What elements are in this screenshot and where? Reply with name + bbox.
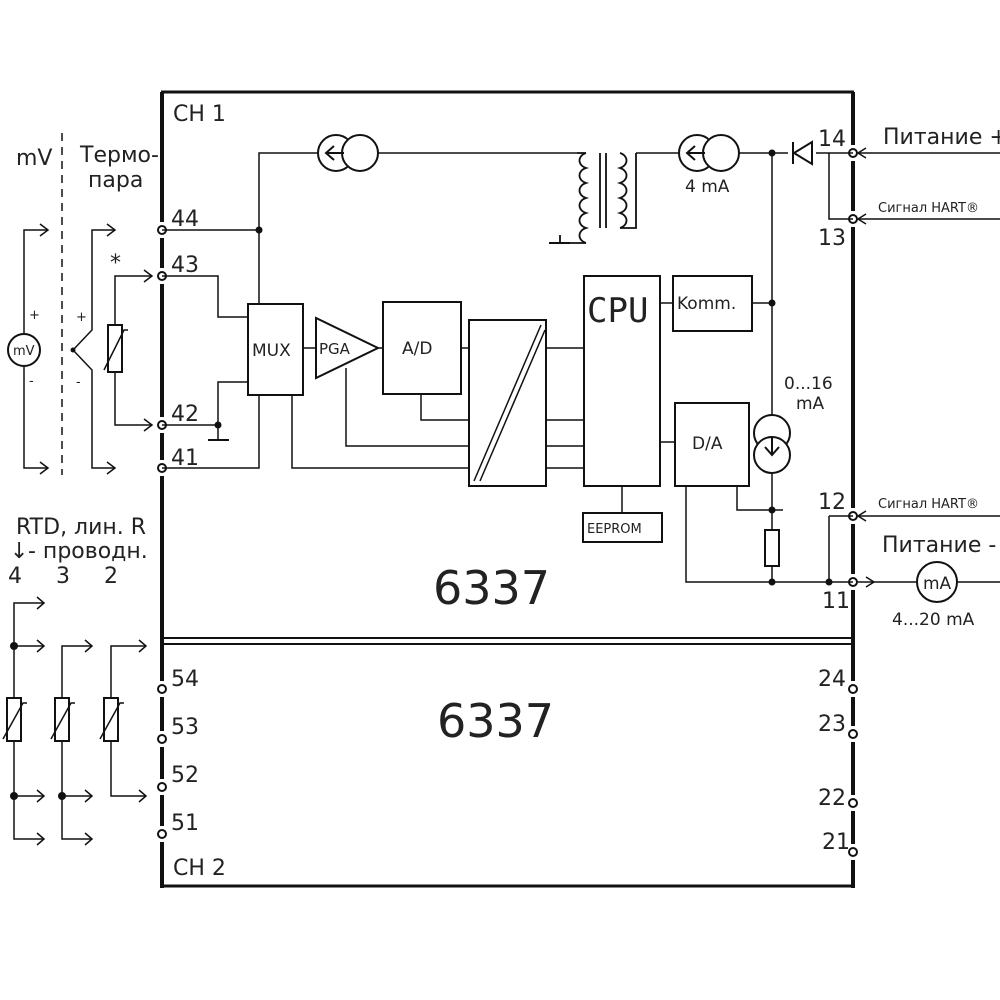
power-plus-label: Питание + (883, 125, 1000, 150)
sense-resistor (764, 529, 780, 567)
milliamp-meter-label: mA (923, 574, 952, 594)
junction-dots (214, 149, 833, 586)
range-label-1: 0...16 (784, 374, 833, 394)
pga-label: PGA (319, 340, 351, 358)
range-label-2: mA (796, 394, 825, 414)
terminal-41: 41 (171, 446, 199, 471)
terminal-14: 14 (818, 127, 846, 152)
hart-signal-top-label: Сигнал HART® (878, 201, 979, 216)
terminal-12: 12 (818, 490, 846, 515)
terminal-54: 54 (171, 667, 199, 692)
rtd-label-1: RTD, лин. R (16, 515, 146, 540)
cpu-block: CPU (583, 275, 661, 487)
current-source-16ma (753, 414, 791, 474)
diode-icon (792, 140, 813, 166)
four-ma-label: 4 mA (685, 177, 730, 197)
rtd-junction-dots (10, 642, 66, 800)
rtd-wire-2: 2 (104, 564, 118, 589)
module-housing (160, 90, 855, 888)
ad-block: A/D (382, 301, 462, 395)
cpu-label: CPU (587, 291, 648, 331)
terminal-22: 22 (818, 786, 846, 811)
milliamp-meter: mA (916, 561, 958, 603)
terminal-53: 53 (171, 715, 199, 740)
model-number-bottom: 6337 (437, 694, 554, 748)
mux-label: MUX (252, 341, 291, 361)
komm-block: Komm. (672, 275, 753, 332)
mv-source-label: mV (13, 344, 35, 359)
cold-junction-wiring (114, 269, 154, 432)
rtd-wire-3: 3 (56, 564, 70, 589)
terminal-52: 52 (171, 763, 199, 788)
mv-plus-sign: + (29, 308, 40, 323)
terminal-24: 24 (818, 667, 846, 692)
channel-2-label: CH 2 (173, 856, 226, 881)
mv-source-wiring (23, 223, 50, 475)
komm-label: Komm. (677, 294, 736, 314)
thermocouple-label-2: пара (88, 168, 143, 193)
mv-source: mV (7, 333, 41, 367)
channel-1-label: CH 1 (173, 102, 226, 127)
rtd-wiring (13, 596, 148, 846)
model-number-top: 6337 (433, 561, 550, 615)
milliamp-range-label: 4...20 mA (892, 610, 975, 630)
hart-signal-bottom-label: Сигнал HART® (878, 497, 979, 512)
terminal-labels-left: 44 43 42 41 54 53 52 51 (171, 207, 199, 836)
terminal-43: 43 (171, 253, 199, 278)
da-block: D/A (674, 402, 750, 487)
rtd-label-2: - проводн. (28, 539, 148, 564)
terminal-21: 21 (822, 830, 850, 855)
cold-junction-sensor (103, 324, 128, 373)
eeprom-label: EEPROM (587, 522, 642, 537)
tc-minus-sign: - (76, 375, 81, 390)
terminal-11: 11 (822, 589, 850, 614)
power-minus-label: Питание - (882, 533, 996, 558)
rtd-wire-4: 4 (8, 564, 22, 589)
thermocouple-symbol (72, 223, 117, 475)
terminal-44: 44 (171, 207, 199, 232)
thermocouple-label-1: Термо- (79, 143, 159, 168)
terminal-51: 51 (171, 811, 199, 836)
transformer-icon (549, 152, 637, 244)
internal-wiring (162, 152, 853, 583)
rtd-sensors (2, 697, 124, 742)
current-source-top-left (317, 134, 379, 172)
eeprom-block: EEPROM (582, 512, 663, 543)
mux-block: MUX (247, 303, 304, 396)
mv-minus-sign: - (29, 374, 34, 389)
tc-plus-sign: + (76, 310, 87, 325)
external-right-wiring (856, 147, 1000, 588)
current-source-4ma (678, 134, 740, 172)
terminal-42: 42 (171, 402, 199, 427)
da-label: D/A (692, 434, 723, 454)
thermocouple-junction (70, 347, 76, 353)
terminal-13: 13 (818, 226, 846, 251)
terminal-circles (157, 148, 858, 857)
terminal-23: 23 (818, 712, 846, 737)
cold-junction-star: * (110, 251, 121, 276)
terminal-labels-right: 14 13 12 11 24 23 22 21 (818, 127, 850, 855)
mv-input-label: mV (16, 146, 52, 171)
rtd-arrow: ↓ (10, 539, 28, 564)
ad-label: A/D (402, 339, 432, 359)
isolation-block (468, 319, 547, 487)
pga-block: PGA (315, 316, 381, 380)
